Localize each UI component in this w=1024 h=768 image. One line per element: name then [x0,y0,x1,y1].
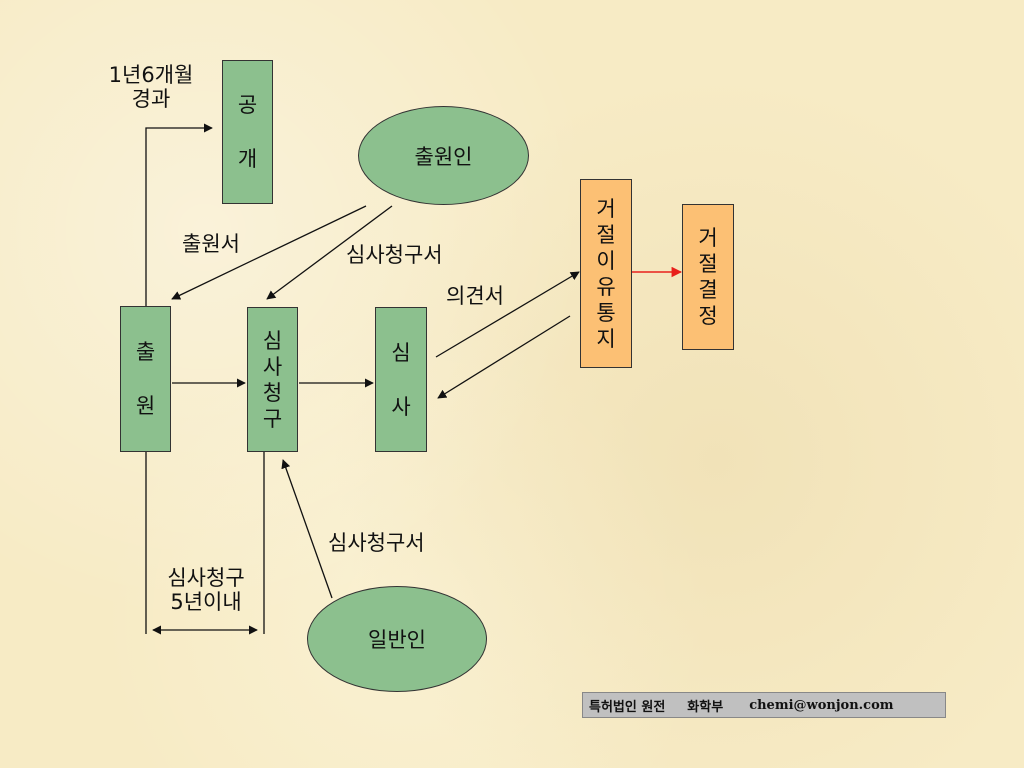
publication-char: 개 [237,147,258,171]
exam-request-char: 청 [262,380,283,405]
exam-request-box: 심 사 청 구 [247,307,298,452]
rejection-notice-box: 거 절 이 유 통 지 [580,179,632,368]
examination-char: 심 [391,340,411,365]
request-period-line2: 5년이내 [170,590,242,614]
applicant-label: 출원인 [414,144,473,169]
rejection-decision-char: 정 [698,304,718,328]
publication-char: 공 [237,93,258,117]
application-char: 출 [135,340,156,364]
public-label: 일반인 [368,628,426,652]
rejection-decision-box: 거 절 결 정 [682,204,734,350]
arrow-applicant-to-exam-request [266,205,393,300]
publication-time-line1: 1년6개월 [108,63,194,87]
rejection-decision-char: 거 [698,226,718,250]
rejection-notice-char: 거 [596,196,616,221]
exam-request-char: 구 [262,406,283,431]
public-ellipse: 일반인 [307,586,487,692]
request-period-label: 심사청구 5년이내 [146,566,266,614]
exam-request-doc-bottom-label: 심사청구서 [328,531,425,555]
publication-time-label: 1년6개월 경과 [96,63,206,111]
application-box: 출 원 [120,306,171,452]
rejection-decision-char: 절 [698,252,718,276]
rejection-notice-char: 통 [596,300,616,325]
examination-char: 사 [391,394,411,419]
footer-firm: 특허법인 원전 [589,699,666,715]
arrow-public-to-exam-request [281,459,333,599]
arrow-rejection-notice-to-examination [437,315,571,399]
publication-time-line2: 경과 [131,87,171,111]
examination-box: 심 사 [375,307,427,452]
exam-request-char: 심 [262,328,283,353]
rejection-notice-char: 절 [596,222,616,247]
arrow-application-to-publication [145,123,213,306]
opinion-doc-label: 의견서 [446,284,504,308]
arrow-applicant-to-application [171,205,367,300]
request-period-line1: 심사청구 [167,566,245,590]
footer-dept: 화학부 [687,699,724,715]
footer-email: chemi@wonjon.com [749,697,894,713]
applicant-ellipse: 출원인 [358,106,529,205]
arrow-examination-to-rejection-notice [435,271,580,358]
footer-bar: 특허법인 원전 화학부 chemi@wonjon.com [582,692,946,718]
application-doc-label: 출원서 [182,232,240,256]
application-char: 원 [135,394,156,418]
exam-request-char: 사 [262,354,283,379]
publication-box: 공 개 [222,60,273,204]
rejection-notice-char: 지 [596,326,616,351]
rejection-notice-char: 유 [596,274,616,299]
exam-request-doc-top-label: 심사청구서 [346,243,443,267]
rejection-decision-char: 결 [698,278,718,302]
rejection-notice-char: 이 [596,248,616,273]
